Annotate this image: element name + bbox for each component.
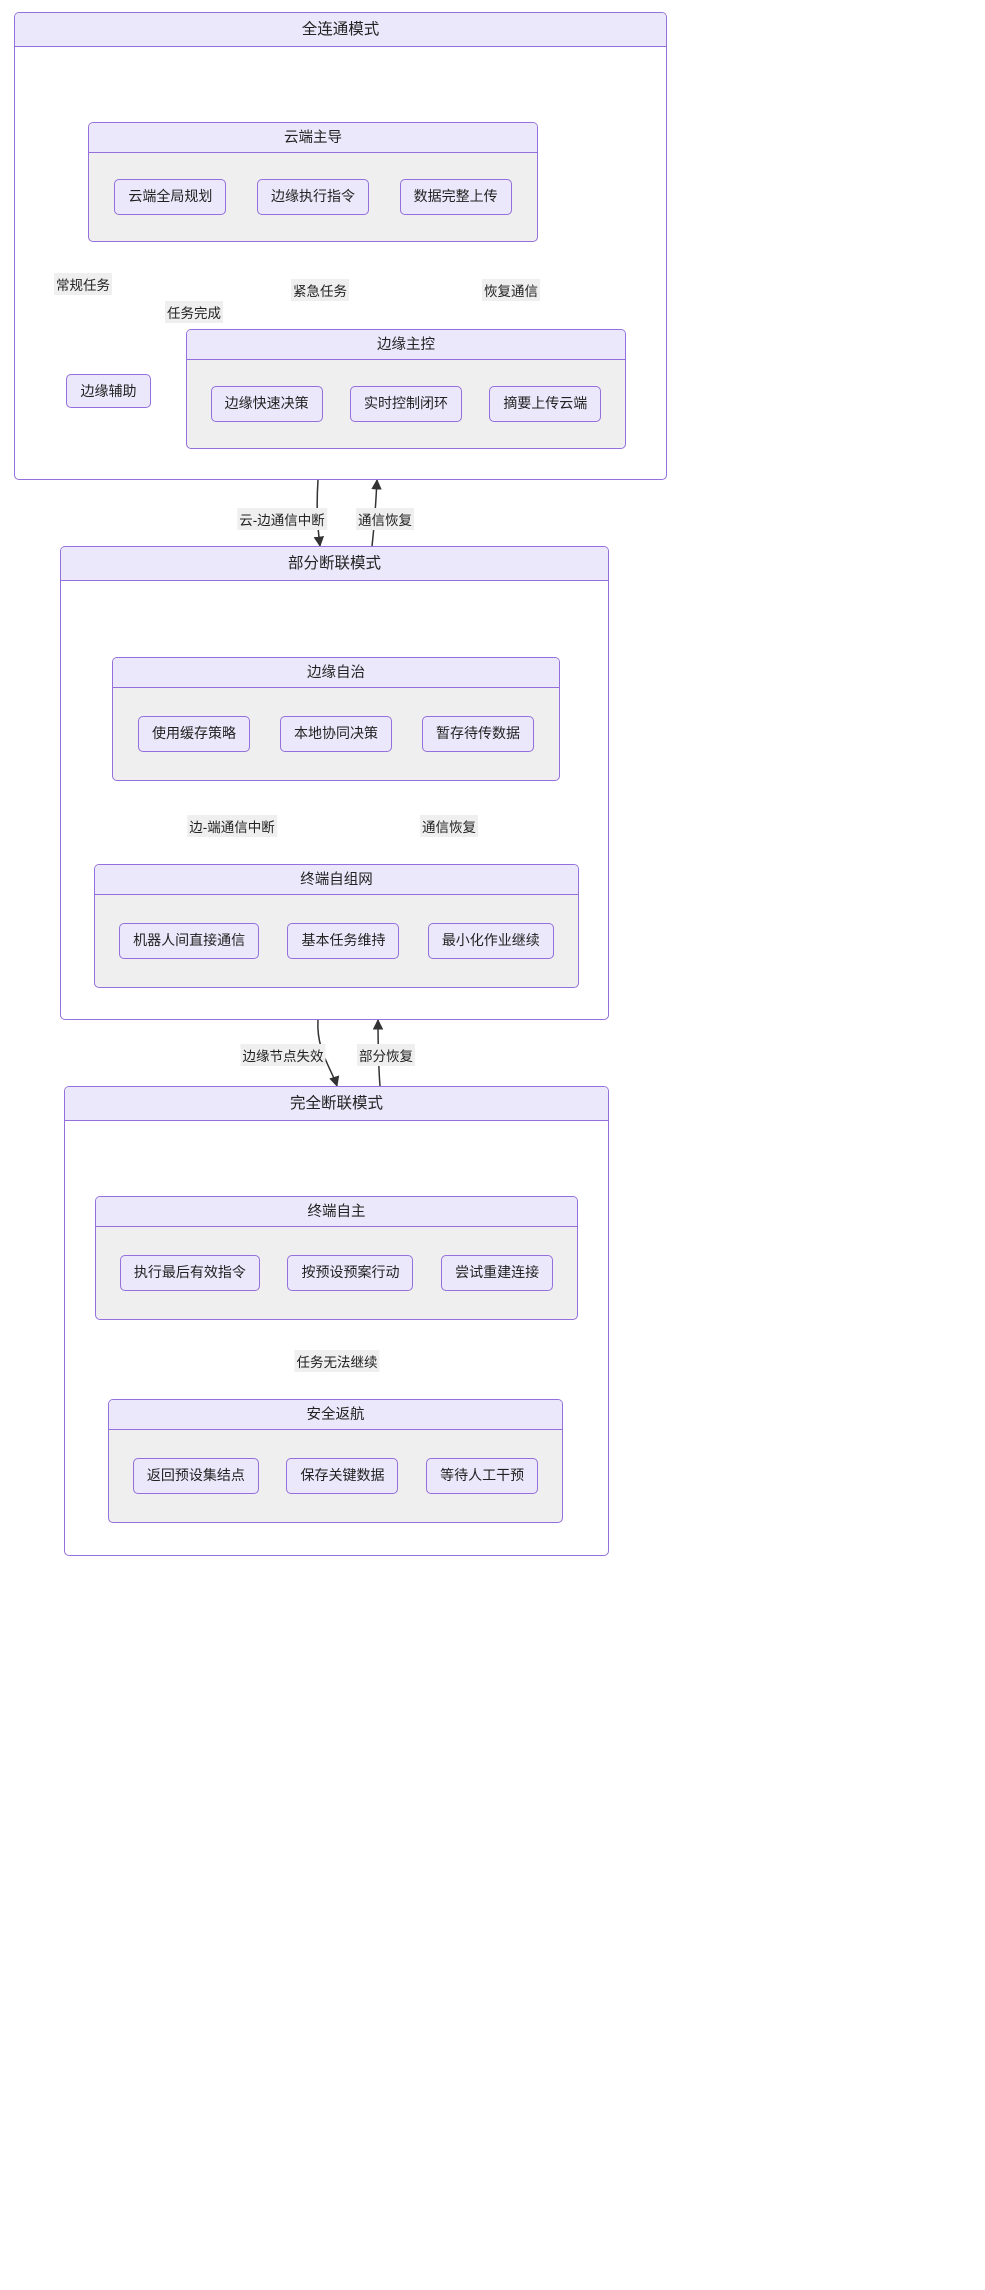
leaf-node[interactable]: 实时控制闭环 <box>349 386 462 422</box>
leaf-node[interactable]: 机器人间直接通信 <box>119 923 260 959</box>
edge-label-comm-restored: 通信恢复 <box>356 508 414 530</box>
group-body-terminal-autonomy: 执行最后有效指令 按预设预案行动 尝试重建连接 <box>96 1227 577 1319</box>
edge-label-task-cannot-continue: 任务无法继续 <box>294 1350 380 1372</box>
edge-label-restore-comm: 恢复通信 <box>482 279 540 301</box>
node-edge-assist[interactable]: 边缘辅助 <box>66 374 151 408</box>
group-title-terminal-mesh: 终端自组网 <box>95 865 578 895</box>
mode-title-partially-disconnected: 部分断联模式 <box>61 547 608 581</box>
edge-label-edge-terminal-comm-loss: 边-端通信中断 <box>187 815 277 837</box>
leaf-node[interactable]: 暂存待传数据 <box>422 716 534 752</box>
group-cloud-led[interactable]: 云端主导 云端全局规划 边缘执行指令 数据完整上传 <box>88 122 538 242</box>
leaf-node[interactable]: 最小化作业继续 <box>427 923 554 959</box>
group-title-cloud-led: 云端主导 <box>89 123 537 153</box>
group-title-terminal-autonomy: 终端自主 <box>96 1197 577 1227</box>
leaf-node[interactable]: 边缘执行指令 <box>256 179 369 215</box>
leaf-node[interactable]: 返回预设集结点 <box>132 1458 259 1494</box>
leaf-node[interactable]: 保存关键数据 <box>286 1458 399 1494</box>
edge-label-routine-task: 常规任务 <box>54 273 112 295</box>
leaf-node[interactable]: 摘要上传云端 <box>489 386 602 422</box>
leaf-node[interactable]: 执行最后有效指令 <box>119 1255 260 1291</box>
leaf-node[interactable]: 按预设预案行动 <box>287 1255 414 1291</box>
leaf-node[interactable]: 基本任务维持 <box>287 923 400 959</box>
group-body-safe-return: 返回预设集结点 保存关键数据 等待人工干预 <box>109 1430 562 1522</box>
edge-label-cloud-edge-comm-loss: 云-边通信中断 <box>237 508 327 530</box>
group-terminal-mesh[interactable]: 终端自组网 机器人间直接通信 基本任务维持 最小化作业继续 <box>94 864 579 988</box>
edge-label-task-complete: 任务完成 <box>165 301 223 323</box>
leaf-node[interactable]: 使用缓存策略 <box>138 716 250 752</box>
group-safe-return[interactable]: 安全返航 返回预设集结点 保存关键数据 等待人工干预 <box>108 1399 563 1523</box>
leaf-node[interactable]: 边缘快速决策 <box>210 386 323 422</box>
group-body-edge-autonomy: 使用缓存策略 本地协同决策 暂存待传数据 <box>113 688 559 780</box>
leaf-node[interactable]: 本地协同决策 <box>280 716 392 752</box>
leaf-node[interactable]: 云端全局规划 <box>114 179 227 215</box>
group-title-edge-autonomy: 边缘自治 <box>113 658 559 688</box>
group-body-terminal-mesh: 机器人间直接通信 基本任务维持 最小化作业继续 <box>95 895 578 987</box>
mode-title-fully-connected: 全连通模式 <box>15 13 666 47</box>
edge-label-urgent-task: 紧急任务 <box>291 279 349 301</box>
edge-label-comm-restored-mesh: 通信恢复 <box>420 815 478 837</box>
group-edge-master[interactable]: 边缘主控 边缘快速决策 实时控制闭环 摘要上传云端 <box>186 329 626 449</box>
leaf-node[interactable]: 等待人工干预 <box>426 1458 539 1494</box>
edge-label-edge-node-failure: 边缘节点失效 <box>240 1044 326 1066</box>
group-body-edge-master: 边缘快速决策 实时控制闭环 摘要上传云端 <box>187 360 625 448</box>
group-title-safe-return: 安全返航 <box>109 1400 562 1430</box>
group-edge-autonomy[interactable]: 边缘自治 使用缓存策略 本地协同决策 暂存待传数据 <box>112 657 560 781</box>
mode-title-fully-disconnected: 完全断联模式 <box>65 1087 608 1121</box>
edge-label-partial-recovery: 部分恢复 <box>357 1044 415 1066</box>
group-terminal-autonomy[interactable]: 终端自主 执行最后有效指令 按预设预案行动 尝试重建连接 <box>95 1196 578 1320</box>
group-title-edge-master: 边缘主控 <box>187 330 625 360</box>
leaf-node[interactable]: 数据完整上传 <box>399 179 512 215</box>
group-body-cloud-led: 云端全局规划 边缘执行指令 数据完整上传 <box>89 153 537 241</box>
node-label: 边缘辅助 <box>80 383 137 399</box>
leaf-node[interactable]: 尝试重建连接 <box>441 1255 554 1291</box>
